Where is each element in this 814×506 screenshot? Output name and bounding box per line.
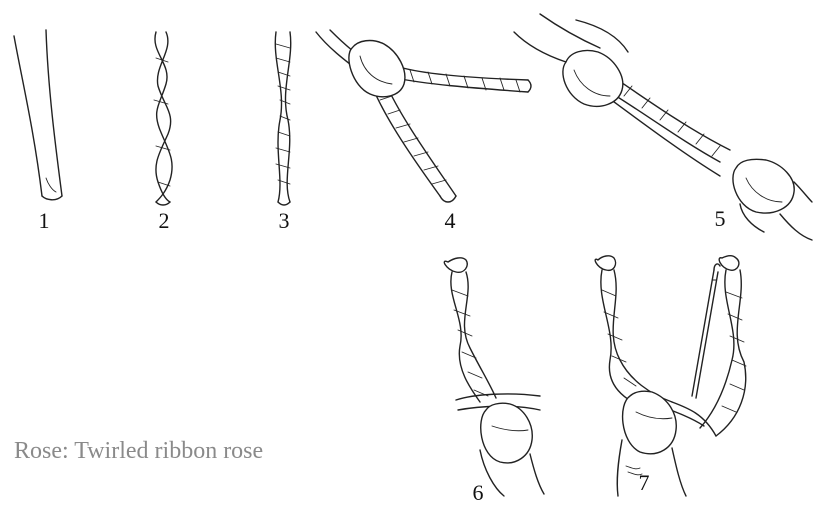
- flat-ribbon-end-icon: [14, 30, 62, 200]
- step-number-2: 2: [159, 208, 170, 233]
- twisted-ribbon-icon: [154, 32, 172, 205]
- step-number-4: 4: [445, 208, 456, 233]
- step-number-6: 6: [473, 480, 484, 505]
- figure-caption: Rose: Twirled ribbon rose: [14, 438, 263, 465]
- ribbon-twisting-together-icon: [514, 14, 812, 240]
- step-number-1: 1: [39, 208, 50, 233]
- step-number-3: 3: [279, 208, 290, 233]
- needle-through-ribbon-icon: [595, 256, 746, 496]
- step-number-5: 5: [715, 206, 726, 231]
- folding-twisted-ribbon-icon: [316, 30, 531, 202]
- tightly-twisted-ribbon-icon: [275, 32, 290, 205]
- step-number-7: 7: [639, 470, 650, 495]
- twirled-ribbon-held-icon: [444, 258, 544, 496]
